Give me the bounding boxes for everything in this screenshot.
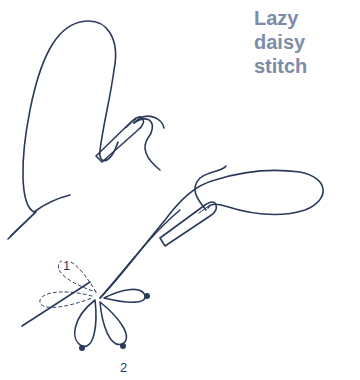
needle	[22, 202, 216, 326]
thread-tail	[195, 166, 226, 210]
thread-tail	[134, 119, 160, 170]
thread-loop	[100, 210, 180, 298]
petal	[75, 289, 149, 350]
thread-loop	[23, 21, 118, 212]
needle	[8, 117, 143, 239]
step-number: 2	[119, 360, 128, 375]
step-number: 1	[62, 258, 71, 273]
thread-loop	[34, 195, 70, 212]
diagram-title: Lazy daisy stitch	[254, 6, 334, 78]
thread-loop	[100, 170, 323, 298]
